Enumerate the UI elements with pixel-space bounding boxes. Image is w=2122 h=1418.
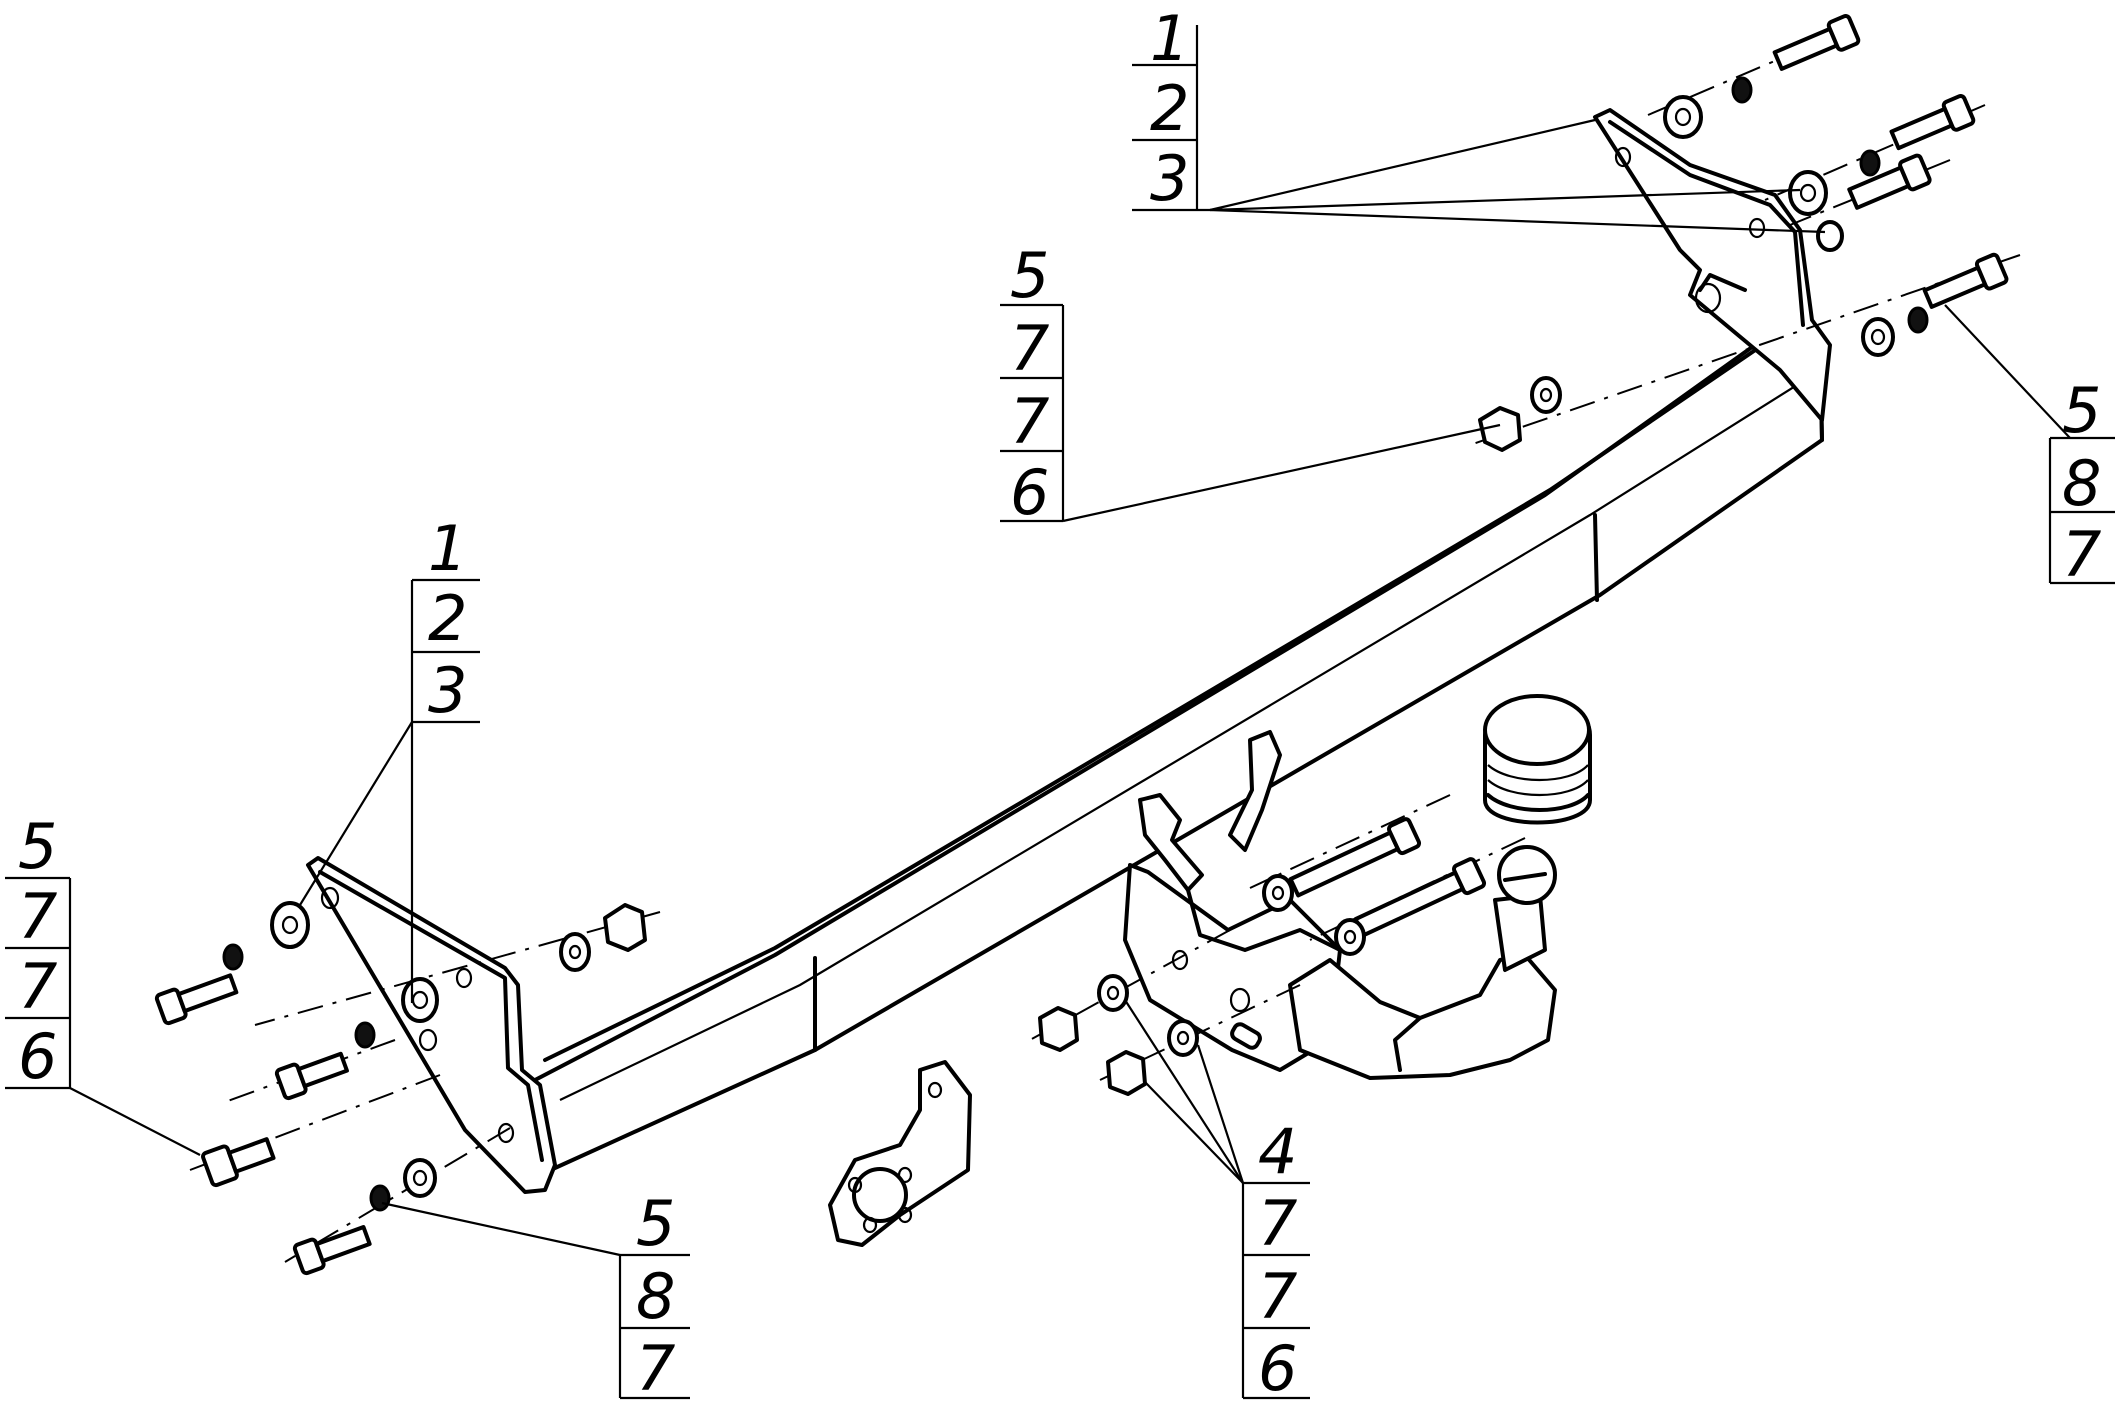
callout-c7: 4 7 7 6 (1241, 1115, 1310, 1405)
callout-stacks: 1 2 3 5 7 7 6 5 8 7 (5, 2, 2115, 1405)
callout-c7-item-4: 6 (1258, 1332, 1297, 1405)
washer (403, 1158, 437, 1198)
ball-cap (1483, 694, 1592, 825)
bolt (1353, 857, 1487, 938)
callout-c4: 1 2 3 (410, 512, 480, 727)
callout-c6: 5 8 7 (618, 1187, 690, 1405)
socket-bracket (828, 1060, 972, 1247)
callout-c5-item-4: 6 (18, 1020, 57, 1093)
bolts (154, 14, 2009, 1276)
callout-c3-item-1: 5 (2062, 374, 2101, 447)
bolt (1288, 817, 1422, 898)
callout-c2: 5 7 7 6 (1000, 239, 1065, 529)
callout-c6-item-3: 7 (636, 1332, 675, 1405)
washer (559, 932, 591, 972)
callout-c7-item-2: 7 (1258, 1187, 1297, 1260)
callout-c2-item-3: 7 (1010, 385, 1049, 458)
washer (1262, 874, 1294, 912)
bolt (1847, 153, 1932, 210)
callout-c3-item-3: 7 (2062, 518, 2101, 591)
washer (401, 977, 439, 1023)
callout-c2-item-4: 6 (1010, 456, 1049, 529)
lock-washer (1731, 76, 1753, 104)
left-bracket (306, 856, 557, 1194)
washer (1788, 170, 1828, 216)
callout-c4-item-1: 1 (428, 512, 467, 585)
bolt (201, 1137, 276, 1188)
callout-c5-item-1: 5 (18, 810, 57, 883)
bolt (292, 1225, 372, 1276)
callout-c2-item-1: 5 (1010, 239, 1049, 312)
callout-c7-item-3: 7 (1258, 1260, 1297, 1333)
lock-washer (222, 943, 244, 971)
callout-c1-item-1: 1 (1150, 2, 1189, 75)
callout-c5-item-2: 7 (18, 880, 57, 953)
washers-and-nuts (222, 76, 1929, 1212)
washer (1334, 918, 1366, 956)
hitch-mount-assembly (1123, 730, 1342, 1072)
leader-lines (69, 118, 2071, 1257)
nut (1478, 406, 1522, 452)
bolt (274, 1051, 349, 1101)
cross-beam (533, 338, 1824, 1170)
callout-c6-item-2: 8 (636, 1260, 675, 1333)
washer (1097, 974, 1129, 1012)
callout-c1-item-3: 3 (1150, 142, 1189, 215)
callout-c5: 5 7 7 6 (5, 810, 72, 1093)
right-bracket (1593, 108, 1832, 422)
washer (1167, 1019, 1199, 1057)
washer (1861, 317, 1895, 357)
callout-c6-item-1: 5 (636, 1187, 675, 1260)
nut (603, 903, 647, 952)
callout-c7-item-1: 4 (1258, 1115, 1297, 1188)
lock-washer (1859, 149, 1881, 177)
callout-c3: 5 8 7 (2048, 374, 2115, 591)
callout-c3-item-2: 8 (2062, 447, 2101, 520)
callout-c2-item-2: 7 (1010, 312, 1049, 385)
callout-c4-item-2: 2 (428, 582, 467, 655)
bolt (1922, 252, 2009, 309)
lock-washer (369, 1184, 391, 1212)
bolt (1889, 94, 1976, 151)
nut (1106, 1050, 1147, 1096)
nut (1038, 1006, 1079, 1052)
callout-c1: 1 2 3 (1132, 2, 1210, 215)
lock-washer (354, 1021, 376, 1049)
callout-c4-item-3: 3 (428, 654, 467, 727)
towball (1288, 845, 1557, 1080)
washer (270, 901, 310, 949)
callout-c5-item-3: 7 (18, 950, 57, 1023)
bolt (1772, 14, 1861, 71)
washer (1663, 95, 1703, 139)
lock-washer (1907, 306, 1929, 334)
callout-c1-item-2: 2 (1150, 72, 1189, 145)
washer (1816, 220, 1844, 252)
washer (1530, 376, 1562, 414)
bolt (154, 973, 239, 1026)
